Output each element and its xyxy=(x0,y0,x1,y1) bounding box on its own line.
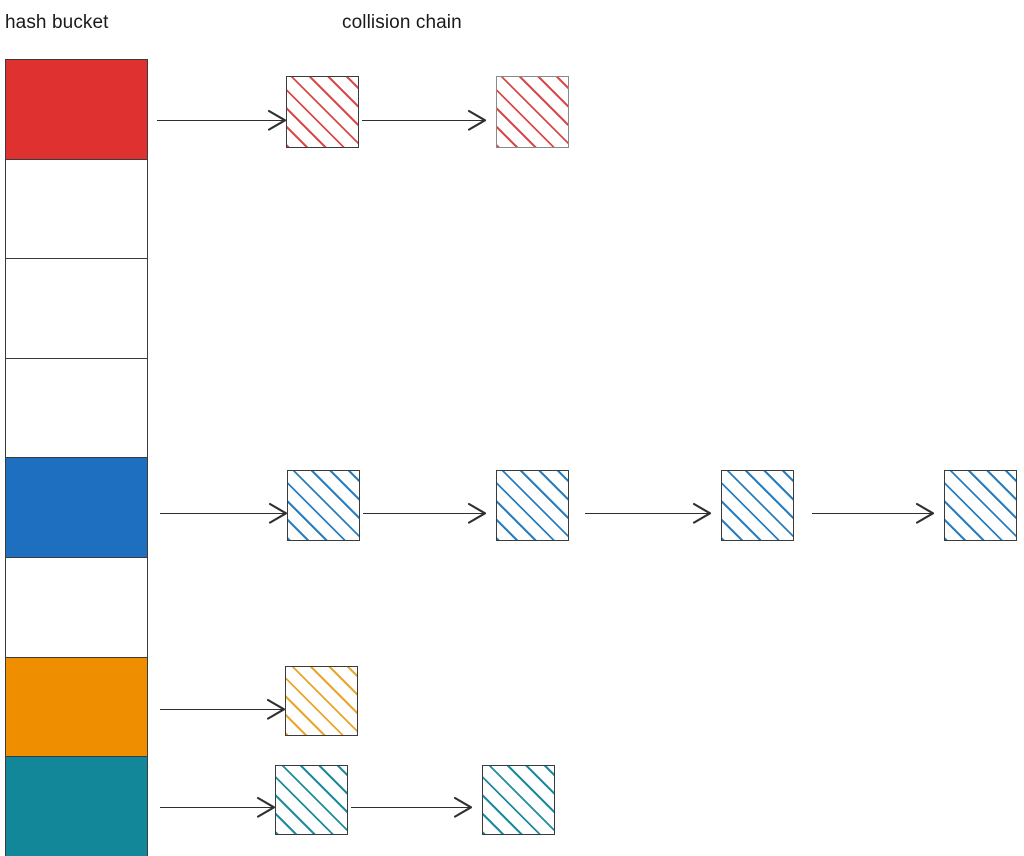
arrow-shaft xyxy=(812,513,932,514)
arrow-shaft xyxy=(160,807,273,808)
chain-node-orange-0[interactable] xyxy=(285,666,358,736)
arrow-shaft xyxy=(363,513,484,514)
hash-bucket-cell-5[interactable] xyxy=(5,557,148,658)
arrow-shaft xyxy=(160,709,283,710)
hash-bucket-cell-4[interactable] xyxy=(5,457,148,559)
arrow-shaft xyxy=(157,120,284,121)
chain-node-teal-0[interactable] xyxy=(275,765,348,835)
hash-bucket-cell-3[interactable] xyxy=(5,357,148,459)
hash-bucket-cell-0[interactable] xyxy=(5,59,148,160)
chain-node-red-0[interactable] xyxy=(286,76,359,148)
chain-node-red-1[interactable] xyxy=(496,76,569,148)
hash-bucket-cell-2[interactable] xyxy=(5,258,148,360)
hash-bucket-column-label: hash bucket xyxy=(5,12,109,33)
hash-bucket-cell-1[interactable] xyxy=(5,158,148,260)
chain-node-blue-2[interactable] xyxy=(721,470,794,541)
arrow-shaft xyxy=(351,807,470,808)
chain-node-blue-0[interactable] xyxy=(287,470,360,541)
arrow-shaft xyxy=(362,120,484,121)
hash-bucket-column xyxy=(5,59,148,856)
arrow-shaft xyxy=(585,513,709,514)
hash-bucket-cell-7[interactable] xyxy=(5,756,148,856)
hash-bucket-cell-6[interactable] xyxy=(5,656,148,758)
chain-node-teal-1[interactable] xyxy=(482,765,555,835)
chain-node-blue-1[interactable] xyxy=(496,470,569,541)
collision-chain-column-label: collision chain xyxy=(342,12,462,33)
arrow-shaft xyxy=(160,513,285,514)
chain-node-blue-3[interactable] xyxy=(944,470,1017,541)
